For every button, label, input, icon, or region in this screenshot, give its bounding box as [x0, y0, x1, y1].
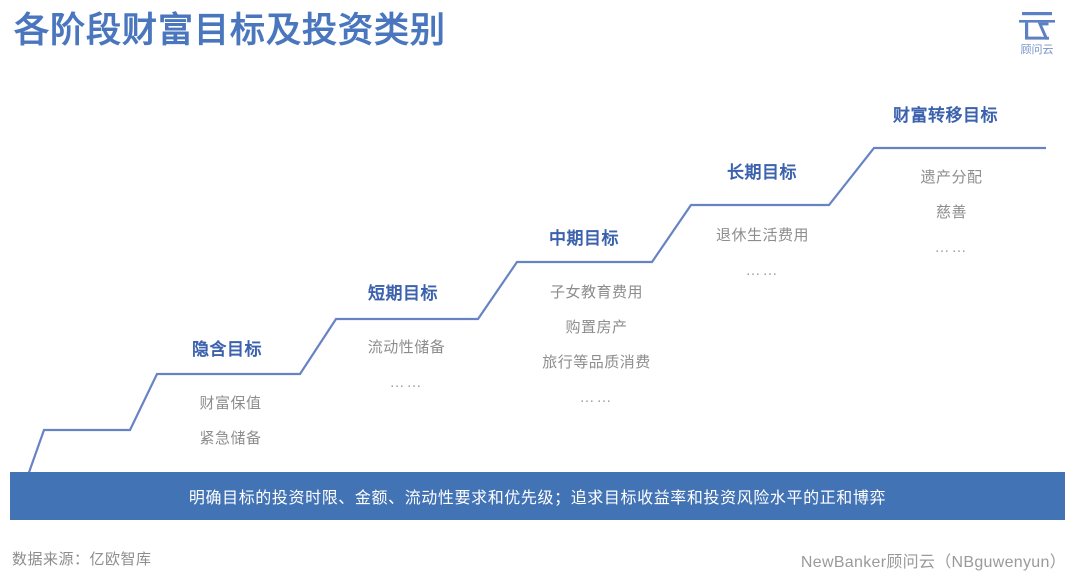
step-heading-1: 隐含目标	[192, 340, 262, 359]
step-heading-4: 长期目标	[727, 163, 797, 182]
footer-brand-credit: NewBanker顾问云（NBguwenyun）	[800, 554, 1066, 571]
brand-wordmark: 顾问云	[1020, 44, 1054, 56]
step-item: 购置房产	[565, 319, 628, 336]
step-items-5: 遗产分配 慈善 ……	[905, 170, 998, 255]
step-item: 退休生活费用	[715, 227, 809, 244]
summary-banner: 明确目标的投资时限、金额、流动性要求和优先级；追求目标收益率和投资风险水平的正和…	[10, 472, 1065, 520]
step-items-4: 退休生活费用 ……	[704, 228, 821, 278]
footer-data-source: 数据来源：亿欧智库	[12, 551, 152, 568]
step-item: ……	[579, 389, 614, 406]
step-item: 子女教育费用	[549, 284, 643, 301]
step-item: ……	[934, 239, 969, 256]
step-items-2: 流动性储备 ……	[359, 340, 454, 390]
brand-logo: 顾问云	[1008, 10, 1066, 66]
step-item: 财富保值	[199, 395, 262, 412]
step-item: 流动性储备	[367, 339, 446, 356]
step-item: 紧急储备	[199, 430, 262, 447]
step-heading-3: 中期目标	[549, 229, 619, 248]
step-item: ……	[745, 262, 780, 279]
cloud-logo-icon	[1019, 12, 1055, 40]
step-item: ……	[389, 374, 424, 391]
step-item: 旅行等品质消费	[542, 354, 651, 371]
summary-banner-text: 明确目标的投资时限、金额、流动性要求和优先级；追求目标收益率和投资风险水平的正和…	[188, 490, 887, 507]
step-heading-2: 短期目标	[368, 284, 438, 303]
step-item: 遗产分配	[920, 169, 983, 186]
step-items-3: 子女教育费用 购置房产 旅行等品质消费 ……	[525, 285, 668, 405]
page-title: 各阶段财富目标及投资类别	[14, 11, 447, 50]
step-item: 慈善	[935, 204, 967, 221]
step-items-1: 财富保值 紧急储备	[183, 396, 278, 446]
step-heading-5: 财富转移目标	[893, 106, 998, 125]
